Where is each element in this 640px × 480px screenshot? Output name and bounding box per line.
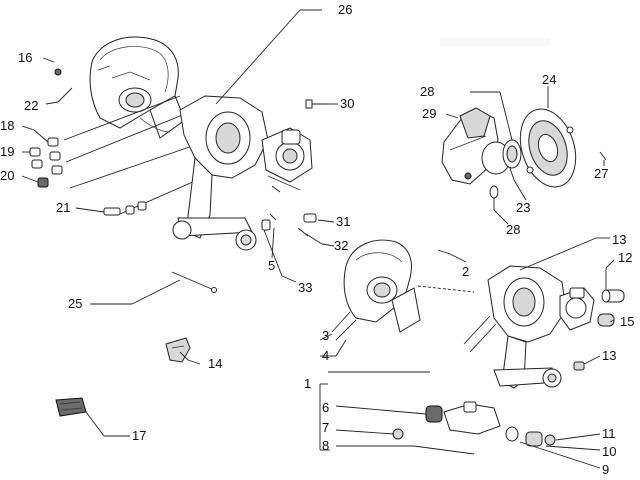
callout-16: 16	[18, 50, 32, 65]
crankcase-half-left	[89, 36, 186, 139]
nuts-washers-left	[29, 68, 147, 216]
callout-28-bottom: 28	[506, 222, 520, 237]
callout-9: 9	[602, 462, 609, 477]
callout-10: 10	[602, 444, 616, 459]
callout-26: 26	[338, 2, 352, 17]
callout-18: 18	[0, 118, 14, 133]
callout-3: 3	[322, 328, 329, 343]
callout-2: 2	[462, 264, 469, 279]
callout-21: 21	[56, 200, 70, 215]
callout-8: 8	[322, 438, 329, 453]
callout-14: 14	[208, 356, 222, 371]
watermark-smudge	[440, 38, 550, 46]
callout-27: 27	[594, 166, 608, 181]
callout-5: 5	[268, 258, 275, 273]
crankcase-main	[172, 95, 313, 251]
callout-6: 6	[322, 400, 329, 415]
callout-25: 25	[68, 296, 82, 311]
callout-13-bottom: 13	[602, 348, 616, 363]
bushing-15	[597, 313, 615, 327]
callout-12: 12	[618, 250, 632, 265]
callout-24: 24	[542, 72, 556, 87]
crankcase-half-lower	[331, 239, 421, 341]
axle-parts	[392, 401, 556, 455]
callout-17: 17	[132, 428, 146, 443]
callout-22: 22	[24, 98, 38, 113]
small-bolts-center	[261, 185, 317, 237]
callout-7: 7	[322, 420, 329, 435]
bolt-30	[305, 99, 332, 109]
clip-13-lower	[573, 361, 585, 371]
callout-19: 19	[0, 144, 14, 159]
callout-32: 32	[334, 238, 348, 253]
callout-20: 20	[0, 168, 14, 183]
callout-13-top: 13	[612, 232, 626, 247]
crankcase-main-lower	[417, 265, 595, 389]
callout-1: 1	[304, 376, 311, 391]
leader-lines	[21, 9, 615, 469]
through-studs	[63, 95, 221, 215]
long-bolt-25	[171, 271, 217, 293]
callout-33: 33	[298, 280, 312, 295]
callout-31: 31	[336, 214, 350, 229]
inset-brake-assembly	[441, 107, 607, 199]
callout-23: 23	[516, 200, 530, 215]
callout-30: 30	[340, 96, 354, 111]
callout-28-top: 28	[420, 84, 434, 99]
callout-29: 29	[422, 106, 436, 121]
callout-15: 15	[620, 314, 634, 329]
bushing-12	[601, 289, 625, 303]
callout-4: 4	[322, 348, 329, 363]
pad-17	[55, 397, 87, 417]
callout-11: 11	[602, 426, 616, 441]
